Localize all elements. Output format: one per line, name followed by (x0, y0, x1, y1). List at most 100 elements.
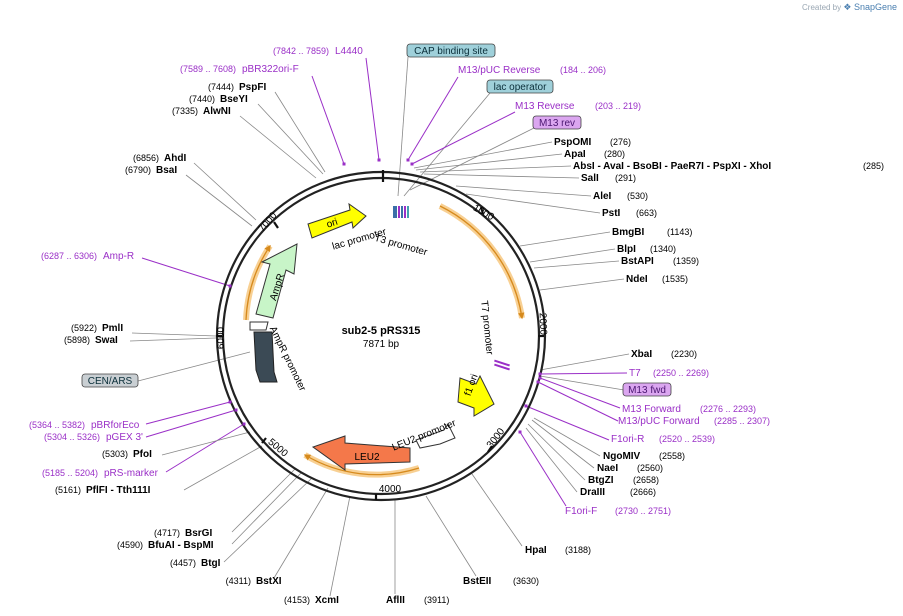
ampr-promoter-feature[interactable] (253, 331, 278, 383)
enzyme-site-bmgbi[interactable]: BmgBI(1143) (612, 227, 692, 238)
feature-box-text: CAP binding site (414, 46, 488, 57)
enzyme-site-xbai[interactable]: XbaI(2230) (631, 349, 697, 360)
enzyme-position: (276) (610, 137, 631, 147)
enzyme-site-naei[interactable]: NaeI(2560) (597, 463, 663, 474)
primer-range: (2285 .. 2307) (714, 416, 770, 426)
enzyme-site-pfoi[interactable]: (5303)PfoI (102, 449, 152, 460)
enzyme-site-sali[interactable]: SalI(291) (581, 173, 636, 184)
primer-range: (5185 .. 5204) (42, 468, 98, 478)
enzyme-site-psti[interactable]: PstI(663) (602, 208, 657, 219)
enzyme-site-aflii[interactable]: AflII(3911) (386, 595, 449, 606)
enzyme-site-ngomiv[interactable]: NgoMIV(2558) (603, 451, 685, 462)
enzyme-position: (291) (615, 173, 636, 183)
leu2-label: LEU2 (354, 452, 379, 463)
snapgene-branding: Created by ❖ SnapGene (802, 2, 897, 13)
scale-tick-label: 6000 (216, 326, 227, 349)
primer-prs_marker[interactable]: (5185 .. 5204)pRS-marker (42, 468, 159, 479)
enzyme-name: BstXI (256, 576, 282, 587)
enzyme-name: NaeI (597, 463, 618, 474)
primer-m13_rev[interactable]: M13 Reverse(203 .. 219) (515, 101, 641, 112)
ampr-small-feature[interactable] (249, 321, 269, 331)
enzyme-site-pflfi[interactable]: (5161) PflFI - Tth111I (55, 485, 151, 496)
enzyme-name: BmgBI (612, 227, 644, 238)
ori-feature[interactable] (307, 202, 367, 239)
primer-marks (228, 158, 542, 434)
enzyme-site-bstxi[interactable]: (4311)BstXI (226, 576, 282, 587)
primer-m13puc_rev[interactable]: M13/pUC Reverse(184 .. 206) (458, 65, 606, 76)
enzyme-site-btgi[interactable]: (4457)BtgI (170, 558, 221, 569)
enzyme-site-pspomi[interactable]: PspOMI(276) (554, 137, 631, 148)
mcs-feature-stripes (393, 206, 409, 218)
f1-ori-feature[interactable] (457, 374, 495, 417)
primer-range: (184 .. 206) (560, 65, 606, 75)
branding-prefix: Created by (802, 3, 842, 12)
primer-pbr322[interactable]: (7589 .. 7608)pBR322ori-F (180, 64, 299, 75)
feature-box-m13fwd[interactable]: M13 fwd (622, 382, 672, 397)
enzyme-site-xcmi[interactable]: (4153)XcmI (284, 595, 339, 606)
primer-pgex3[interactable]: (5304 .. 5326) pGEX 3' (44, 432, 143, 443)
enzyme-site-bstapi[interactable]: BstAPI (1359) (621, 256, 699, 267)
primer-pbrforeco[interactable]: (5364 .. 5382)pBRforEco (29, 420, 140, 431)
primer-range: (5304 .. 5326) (44, 432, 100, 442)
primer-range: (5364 .. 5382) (29, 420, 85, 430)
primer-name: F1ori-R (611, 434, 644, 445)
enzyme-site-draiii[interactable]: DraIII(2666) (580, 487, 656, 498)
enzyme-name: PmlI (102, 323, 123, 334)
feature-box-cap[interactable]: CAP binding site (406, 43, 496, 58)
enzyme-name: XcmI (315, 595, 339, 606)
leu2-promoter-feature[interactable] (415, 423, 456, 449)
enzyme-name: NgoMIV (603, 451, 641, 462)
enzyme-position: (7440) (189, 94, 215, 104)
primer-f1ori_r[interactable]: F1ori-R(2520 .. 2539) (611, 434, 715, 445)
enzyme-site-swai[interactable]: (5898)SwaI (64, 335, 118, 346)
enzyme-position: (2230) (671, 349, 697, 359)
enzyme-site-bseyi[interactable]: (7440)BseYI (189, 94, 248, 105)
primer-range: (2730 .. 2751) (615, 506, 671, 516)
primer-name: M13/pUC Forward (618, 416, 700, 427)
enzyme-name: AleI (593, 191, 612, 202)
enzyme-name: PflFI - Tth111I (86, 485, 151, 496)
ampr-feature[interactable] (255, 243, 298, 319)
enzyme-site-alei[interactable]: AleI(530) (593, 191, 648, 202)
enzyme-site-ahdi[interactable]: (6856)AhdI (133, 153, 186, 164)
enzyme-position: (1359) (673, 256, 699, 266)
primer-l4440[interactable]: (7842 .. 7859)L4440 (273, 46, 363, 57)
primer-t7[interactable]: T7(2250 .. 2269) (629, 368, 709, 379)
primer-m13puc_fwd[interactable]: M13/pUC Forward (2285 .. 2307) (618, 416, 770, 427)
enzyme-site-ndei[interactable]: NdeI(1535) (626, 274, 688, 285)
enzyme-site-bsteii[interactable]: BstEII(3630) (463, 576, 539, 587)
branding-name: SnapGene (853, 2, 897, 12)
primer-ampr_p[interactable]: (6287 .. 6306)Amp-R (41, 251, 134, 262)
enzyme-name: BstAPI (621, 256, 654, 267)
feature-box-m13rev[interactable]: M13 rev (532, 115, 582, 130)
enzyme-site-blpi[interactable]: BlpI(1340) (617, 244, 676, 255)
feature-box-text: lac operator (494, 82, 547, 93)
enzyme-site-pmli[interactable]: (5922) PmlI (71, 323, 123, 334)
primer-name: pGEX 3' (106, 432, 143, 443)
enzyme-name: BsrGI (185, 528, 212, 539)
enzyme-position: (5922) (71, 323, 97, 333)
enzyme-site-hpai[interactable]: HpaI(3188) (525, 545, 591, 556)
enzyme-name: AbsI - AvaI - BsoBI - PaeR7I - PspXI - X… (573, 161, 771, 172)
enzyme-site-bsai[interactable]: (6790)BsaI (125, 165, 177, 176)
enzyme-site-alwni[interactable]: (7335)AlwNI (172, 106, 231, 117)
enzyme-site-absi_group[interactable]: AbsI - AvaI - BsoBI - PaeR7I - PspXI - X… (573, 161, 884, 172)
enzyme-name: AhdI (164, 153, 186, 164)
primer-m13_fwd[interactable]: M13 Forward(2276 .. 2293) (622, 404, 756, 415)
enzyme-position: (2666) (630, 487, 656, 497)
t7-promoter-label: T7 promoter (478, 300, 495, 356)
enzyme-name: BstEII (463, 576, 492, 587)
enzyme-position: (5161) (55, 485, 81, 495)
enzyme-position: (7335) (172, 106, 198, 116)
enzyme-site-btgzi[interactable]: BtgZI(2658) (588, 475, 659, 486)
orf-arc (439, 205, 525, 320)
enzyme-site-pspfi[interactable]: (7444)PspFI (208, 82, 266, 93)
leu2-feature[interactable] (311, 435, 411, 471)
enzyme-site-apai[interactable]: ApaI(280) (564, 149, 625, 160)
enzyme-site-bfuai[interactable]: (4590)BfuAI - BspMI (117, 540, 214, 551)
snapgene-logo: ❖ SnapGene (843, 2, 897, 12)
enzyme-site-bsrgi[interactable]: (4717)BsrGI (154, 528, 212, 539)
feature-box-lacop[interactable]: lac operator (486, 79, 554, 94)
primer-f1ori_f[interactable]: F1ori-F(2730 .. 2751) (565, 506, 671, 517)
feature-box-cenars[interactable]: CEN/ARS (81, 373, 139, 388)
